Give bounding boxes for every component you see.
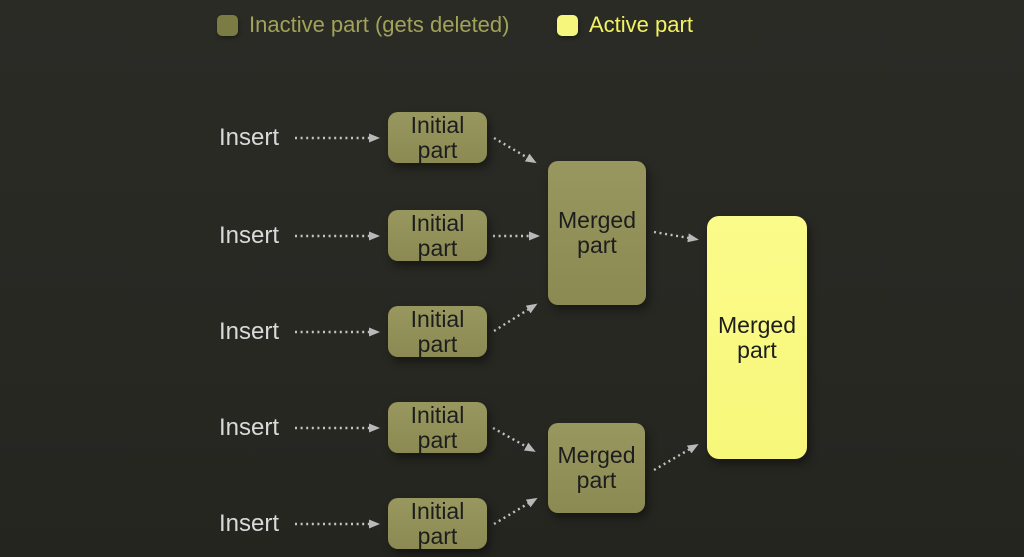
initial-part-node: Initial part (388, 402, 487, 453)
dotted-arrow (493, 303, 538, 333)
dotted-arrow (492, 426, 536, 452)
initial-part-node: Initial part (388, 210, 487, 261)
dotted-arrow (493, 497, 538, 526)
insert-label: Insert (219, 414, 280, 441)
legend-item-active: Active part (557, 10, 693, 40)
legend-active-label: Active part (589, 12, 693, 37)
merged-part-node: Merged part (548, 161, 646, 305)
insert-label: Insert (219, 222, 280, 249)
inactive-part-swatch-icon (217, 14, 238, 36)
initial-part-node: Initial part (388, 306, 487, 357)
insert-label: Insert (219, 510, 280, 537)
active-part-swatch-icon (557, 14, 578, 36)
merged-part-node: Merged part (548, 423, 645, 513)
dotted-arrow (493, 136, 537, 164)
dotted-arrow (653, 443, 699, 472)
final-merged-part-node: Merged part (707, 216, 807, 459)
legend-inactive-label: Inactive part (gets deleted) (249, 12, 510, 37)
dotted-arrow (653, 230, 699, 243)
initial-part-node: Initial part (388, 112, 487, 163)
legend-item-inactive: Inactive part (gets deleted) (217, 10, 509, 40)
initial-part-node: Initial part (388, 498, 487, 549)
insert-label: Insert (219, 318, 280, 345)
insert-label: Insert (219, 124, 280, 151)
